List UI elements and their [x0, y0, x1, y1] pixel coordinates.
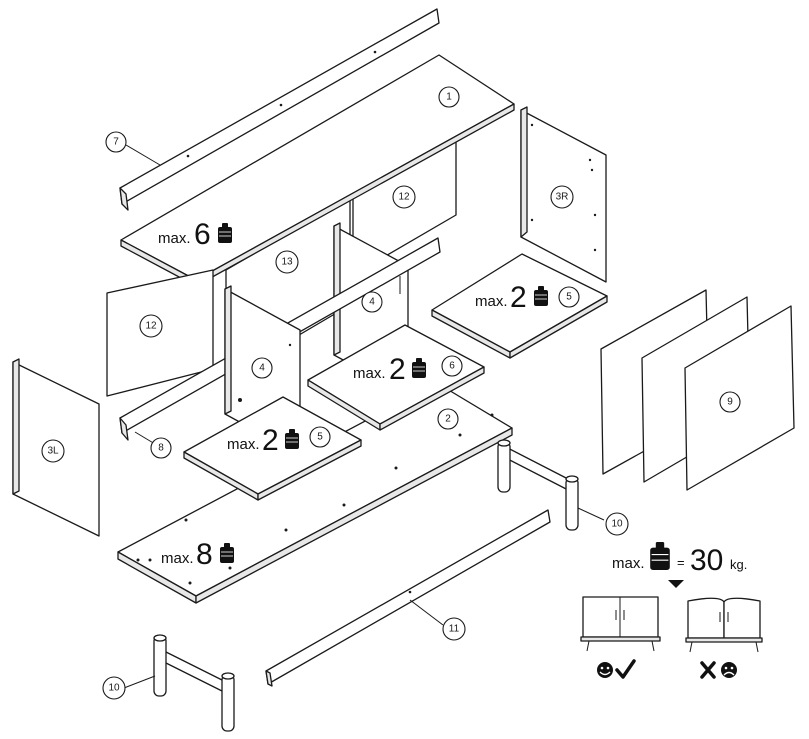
svg-text:max.: max. [353, 365, 386, 382]
door-panels-9 [600, 289, 795, 491]
top-rail-7 [119, 8, 440, 211]
svg-text:7: 7 [113, 137, 119, 148]
badge-10-right: 10 [605, 512, 629, 536]
badge-1: 1 [438, 86, 460, 108]
svg-text:=: = [677, 555, 685, 570]
svg-text:max.: max. [158, 230, 191, 247]
svg-text:4: 4 [259, 363, 265, 374]
load-label-shelf-right: max. 2 [475, 281, 549, 314]
svg-text:2: 2 [389, 353, 406, 386]
svg-text:2: 2 [262, 424, 279, 457]
badge-11: 11 [442, 617, 466, 641]
svg-text:3R: 3R [556, 192, 569, 203]
shelf-6 [307, 324, 485, 431]
leg-frame-10-right [497, 439, 579, 531]
svg-text:10: 10 [611, 519, 623, 530]
badge-12-right: 12 [392, 185, 416, 209]
badge-3l: 3L [41, 439, 65, 463]
svg-text:max.: max. [475, 293, 508, 310]
load-label-shelf-left: max. 2 [227, 424, 300, 457]
svg-text:2: 2 [510, 281, 527, 314]
svg-text:3L: 3L [47, 446, 59, 457]
smiley-check-icon [597, 659, 636, 679]
badge-4-right: 4 [361, 291, 383, 313]
svg-text:5: 5 [566, 292, 572, 303]
svg-text:30: 30 [690, 544, 723, 577]
svg-text:1: 1 [446, 92, 452, 103]
svg-text:max.: max. [612, 555, 645, 572]
svg-text:12: 12 [145, 321, 157, 332]
leader-lines [123, 144, 605, 689]
base-rail-11 [265, 509, 551, 687]
badge-7: 7 [105, 131, 127, 153]
svg-text:max.: max. [227, 436, 260, 453]
badge-5-right: 5 [558, 286, 580, 308]
bottom-panel-2 [117, 382, 513, 604]
badge-3r: 3R [550, 185, 574, 209]
badge-8: 8 [150, 437, 172, 459]
svg-text:13: 13 [281, 257, 293, 268]
badge-2: 2 [437, 408, 459, 430]
badge-4-left: 4 [251, 357, 273, 379]
svg-text:4: 4 [369, 297, 375, 308]
cross-sad-icon [700, 661, 737, 679]
shelf-5-left [183, 396, 362, 501]
svg-text:8: 8 [196, 538, 213, 571]
svg-text:2: 2 [445, 414, 451, 425]
arrow-down-icon [668, 580, 684, 588]
badge-10-left: 10 [102, 676, 126, 700]
weight-icon [649, 541, 671, 571]
load-label-top: max. 6 [158, 218, 233, 251]
badge-12-left: 12 [139, 314, 163, 338]
leg-frame-10-left [153, 634, 235, 732]
svg-text:9: 9 [727, 397, 733, 408]
svg-text:10: 10 [108, 683, 120, 694]
shelf-5-right [431, 253, 608, 359]
badge-13: 13 [275, 250, 299, 274]
cabinet-correct [580, 596, 661, 652]
cabinet-overloaded [685, 597, 763, 653]
load-label-bottom: max. 8 [161, 538, 235, 571]
badge-6: 6 [441, 355, 463, 377]
svg-text:8: 8 [158, 443, 164, 454]
svg-text:max.: max. [161, 550, 194, 567]
top-panel-1 [120, 54, 515, 287]
svg-text:11: 11 [449, 624, 460, 635]
svg-text:12: 12 [398, 192, 410, 203]
svg-text:kg.: kg. [730, 557, 747, 572]
svg-text:6: 6 [449, 361, 455, 372]
badge-9: 9 [719, 391, 741, 413]
svg-text:6: 6 [194, 218, 211, 251]
svg-text:5: 5 [317, 432, 323, 443]
load-label-shelf-mid: max. 2 [353, 353, 427, 386]
badge-5-left: 5 [309, 426, 331, 448]
total-load-note: max. = 30 kg. [612, 541, 747, 588]
